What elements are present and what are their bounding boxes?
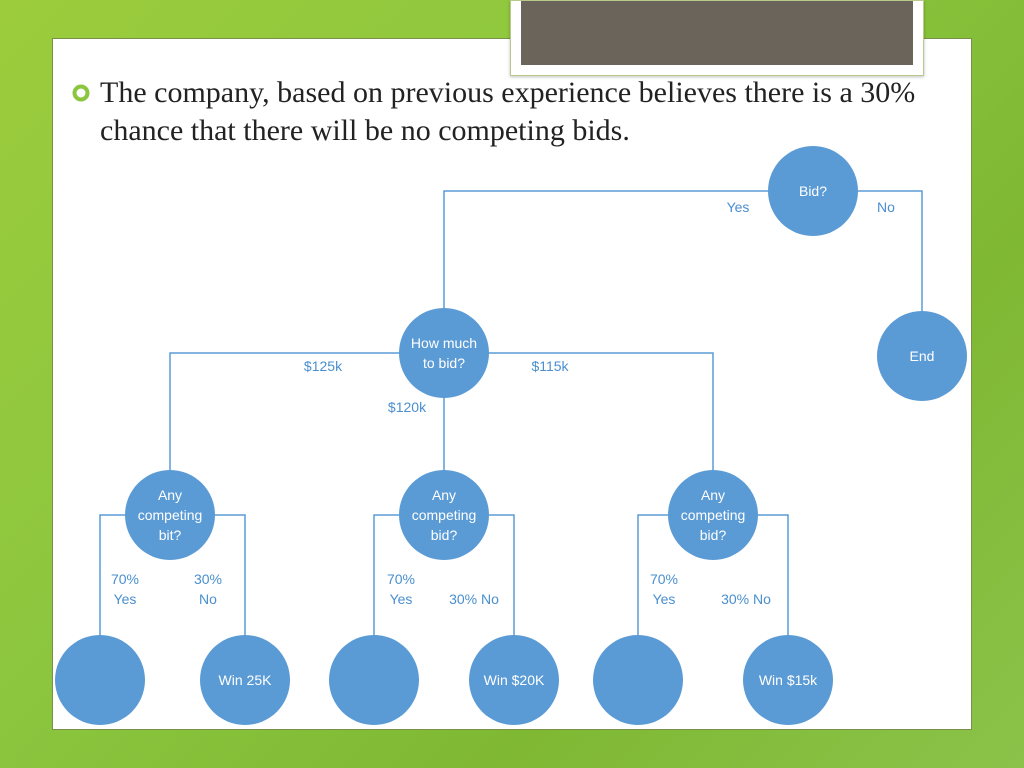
node-circle bbox=[743, 635, 833, 725]
node-leaf3 bbox=[593, 635, 683, 725]
edge-label-yes: Yes bbox=[727, 199, 750, 215]
node-circle bbox=[593, 635, 683, 725]
node-circle bbox=[200, 635, 290, 725]
node-label: Bid? bbox=[799, 183, 827, 199]
header-photo bbox=[521, 1, 913, 65]
node-leaf1 bbox=[55, 635, 145, 725]
edge-label-b125: $125k bbox=[304, 358, 343, 374]
edge-labels: Yes No $125k $120k $115k 70%Yes 30%No 70%Yes 30%… bbox=[111, 199, 895, 607]
node-leaf2 bbox=[329, 635, 419, 725]
edge-label-c1-no: 30%No bbox=[194, 571, 222, 607]
node-circle bbox=[399, 470, 489, 560]
node-label: End bbox=[910, 348, 935, 364]
edge-label-c3-yes: 70%Yes bbox=[650, 571, 678, 607]
node-circle bbox=[55, 635, 145, 725]
node-label: Win 25K bbox=[219, 672, 273, 688]
node-label: Win $20K bbox=[484, 672, 545, 688]
node-win25: Win 25K bbox=[200, 635, 290, 725]
node-circle bbox=[125, 470, 215, 560]
node-win20: Win $20K bbox=[469, 635, 559, 725]
node-bid: Bid? bbox=[768, 146, 858, 236]
bullet-text: The company, based on previous experienc… bbox=[100, 76, 916, 147]
edge-label-c3-no: 30% No bbox=[721, 591, 771, 607]
edge-label-b115: $115k bbox=[531, 358, 569, 374]
node-win15: Win $15k bbox=[743, 635, 833, 725]
edge-label-c2-yes: 70%Yes bbox=[387, 571, 415, 607]
ring-bullet-icon bbox=[72, 84, 90, 102]
edge-label-no: No bbox=[877, 199, 895, 215]
edge-label-c2-no: 30% No bbox=[449, 591, 499, 607]
photo-frame bbox=[510, 0, 924, 76]
node-circle bbox=[399, 308, 489, 398]
node-label: Win $15k bbox=[759, 672, 818, 688]
tree-connectors bbox=[99, 190, 923, 680]
node-circle bbox=[877, 311, 967, 401]
node-circle bbox=[768, 146, 858, 236]
node-circle bbox=[469, 635, 559, 725]
node-circle bbox=[668, 470, 758, 560]
connector-line bbox=[169, 352, 444, 515]
node-end: End bbox=[877, 311, 967, 401]
connector-line bbox=[443, 190, 813, 353]
edge-label-c1-yes: 70%Yes bbox=[111, 571, 139, 607]
edge-label-b120: $120k bbox=[388, 399, 427, 415]
node-circle bbox=[329, 635, 419, 725]
connector-line bbox=[444, 352, 714, 515]
